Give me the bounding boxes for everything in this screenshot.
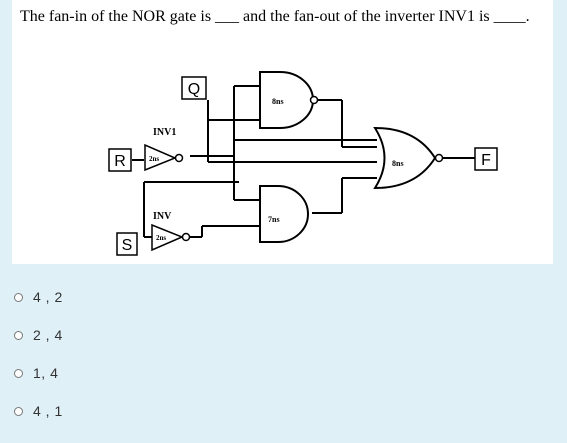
radio-button[interactable] xyxy=(14,330,23,340)
radio-button[interactable] xyxy=(14,406,23,416)
question-card: The fan-in of the NOR gate is ___ and th… xyxy=(12,0,553,264)
top-gate-bubble xyxy=(309,95,319,105)
option-3[interactable]: 1, 4 xyxy=(14,363,63,383)
inv-label: INV xyxy=(153,211,172,222)
inv1-label: INV1 xyxy=(153,127,176,138)
option-1[interactable]: 4 , 2 xyxy=(14,287,63,307)
inv1-bubble xyxy=(174,153,184,163)
nor-gate-bubble xyxy=(434,153,444,163)
input-s-label: S xyxy=(122,237,133,254)
option-2[interactable]: 2 , 4 xyxy=(14,325,63,345)
inv1-triangle xyxy=(144,143,177,172)
input-s-box xyxy=(116,232,138,256)
output-f-box xyxy=(474,147,498,171)
bottom-gate xyxy=(259,185,309,243)
input-r-box xyxy=(108,148,132,172)
input-q-label: Q xyxy=(188,81,200,98)
input-q-box xyxy=(181,76,207,100)
radio-button[interactable] xyxy=(14,368,23,378)
nor-gate xyxy=(373,126,437,190)
inv-bubble xyxy=(181,232,191,242)
inv-triangle xyxy=(151,223,184,252)
inv-delay: 2ns xyxy=(156,234,166,242)
option-label: 1, 4 xyxy=(33,365,59,381)
radio-button[interactable] xyxy=(14,292,23,302)
top-gate-delay: 8ns xyxy=(272,97,284,106)
bottom-gate-delay: 7ns xyxy=(268,215,280,224)
top-gate xyxy=(259,71,314,129)
inv1-delay: 2ns xyxy=(149,155,159,163)
answer-options: 4 , 2 2 , 4 1, 4 4 , 1 xyxy=(14,287,63,439)
input-r-label: R xyxy=(114,153,126,170)
option-4[interactable]: 4 , 1 xyxy=(14,401,63,421)
output-f-label: F xyxy=(481,152,491,169)
option-label: 2 , 4 xyxy=(33,327,63,343)
or-gate-delay: 8ns xyxy=(392,159,404,168)
option-label: 4 , 2 xyxy=(33,289,63,305)
question-text: The fan-in of the NOR gate is ___ and th… xyxy=(20,8,530,25)
circuit-diagram: Q R S F INV1 INV 2ns 2ns 8ns 8ns 7ns xyxy=(108,71,498,256)
option-label: 4 , 1 xyxy=(33,403,63,419)
